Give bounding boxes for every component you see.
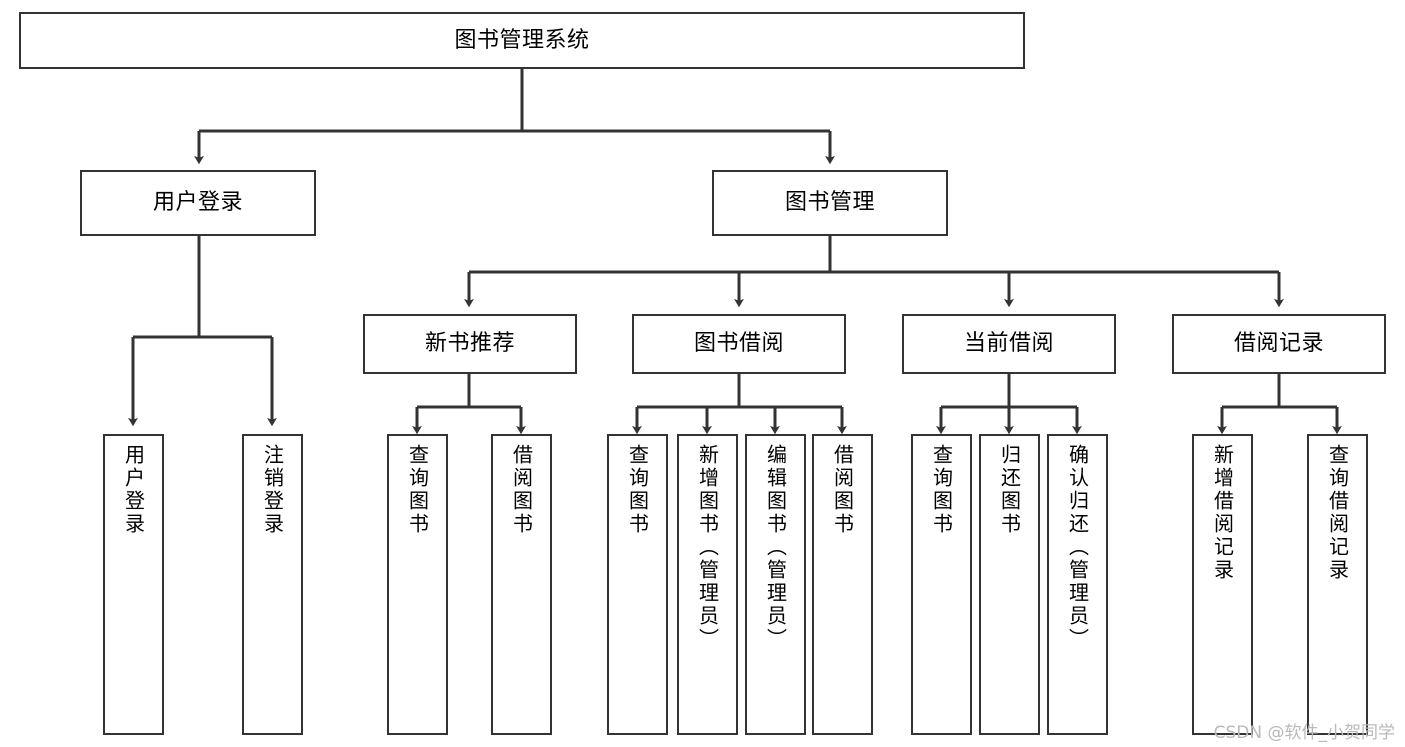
node-label: 查询图书 xyxy=(405,444,430,536)
node-new-book-recommend[interactable]: 新书推荐 xyxy=(363,314,577,374)
leaf-query-book-borrow[interactable]: 查询图书 xyxy=(607,434,668,735)
leaf-confirm-return-admin[interactable]: 确认归还（管理员） xyxy=(1047,434,1108,735)
node-book-borrow[interactable]: 图书借阅 xyxy=(632,314,846,374)
node-current-borrow[interactable]: 当前借阅 xyxy=(902,314,1116,374)
node-label: 新增图书（管理员） xyxy=(695,444,720,651)
node-label: 用户登录 xyxy=(152,190,243,216)
node-label: 编辑图书（管理员） xyxy=(763,444,788,651)
node-user-login[interactable]: 用户登录 xyxy=(80,170,316,236)
edge-user-login-to-leaves xyxy=(128,235,277,427)
edge-records-to-leaves xyxy=(1217,373,1342,435)
node-label: 图书管理系统 xyxy=(454,27,590,53)
leaf-add-borrow-record[interactable]: 新增借阅记录 xyxy=(1192,434,1253,735)
leaf-query-book-current[interactable]: 查询图书 xyxy=(911,434,972,735)
leaf-borrow-book-newbook[interactable]: 借阅图书 xyxy=(491,434,552,735)
node-label: 新书推荐 xyxy=(424,331,515,357)
node-label: 当前借阅 xyxy=(963,331,1054,357)
leaf-logout[interactable]: 注销登录 xyxy=(242,434,303,735)
edge-root-to-bus xyxy=(199,69,830,133)
node-label: 查询图书 xyxy=(625,444,650,536)
leaf-query-book-newbook[interactable]: 查询图书 xyxy=(387,434,448,735)
edge-current-to-leaves xyxy=(936,373,1082,435)
node-label: 图书借阅 xyxy=(693,331,784,357)
node-label: 新增借阅记录 xyxy=(1210,444,1235,582)
node-label: 图书管理 xyxy=(784,190,875,216)
node-label: 用户登录 xyxy=(121,444,146,536)
node-label: 确认归还（管理员） xyxy=(1065,444,1090,651)
leaf-return-book[interactable]: 归还图书 xyxy=(979,434,1040,735)
node-borrow-records[interactable]: 借阅记录 xyxy=(1172,314,1386,374)
leaf-borrow-book[interactable]: 借阅图书 xyxy=(812,434,873,735)
node-book-management[interactable]: 图书管理 xyxy=(712,170,948,236)
edge-new-book-to-leaves xyxy=(412,373,526,435)
leaf-edit-book-admin[interactable]: 编辑图书（管理员） xyxy=(745,434,806,735)
node-root-system[interactable]: 图书管理系统 xyxy=(19,12,1025,69)
leaf-add-book-admin[interactable]: 新增图书（管理员） xyxy=(677,434,738,735)
node-label: 借阅图书 xyxy=(509,444,534,536)
node-label: 借阅图书 xyxy=(830,444,855,536)
edge-book-manage-to-level3 xyxy=(464,235,1284,308)
edge-borrow-to-leaves xyxy=(632,373,847,435)
node-label: 查询图书 xyxy=(929,444,954,536)
node-label: 归还图书 xyxy=(997,444,1022,536)
watermark: CSDN @软件_小贺同学 xyxy=(1213,723,1395,743)
leaf-user-login[interactable]: 用户登录 xyxy=(103,434,164,735)
node-label: 注销登录 xyxy=(260,444,285,536)
node-label: 借阅记录 xyxy=(1233,331,1324,357)
node-label: 查询借阅记录 xyxy=(1325,444,1350,582)
leaf-query-borrow-record[interactable]: 查询借阅记录 xyxy=(1307,434,1368,735)
